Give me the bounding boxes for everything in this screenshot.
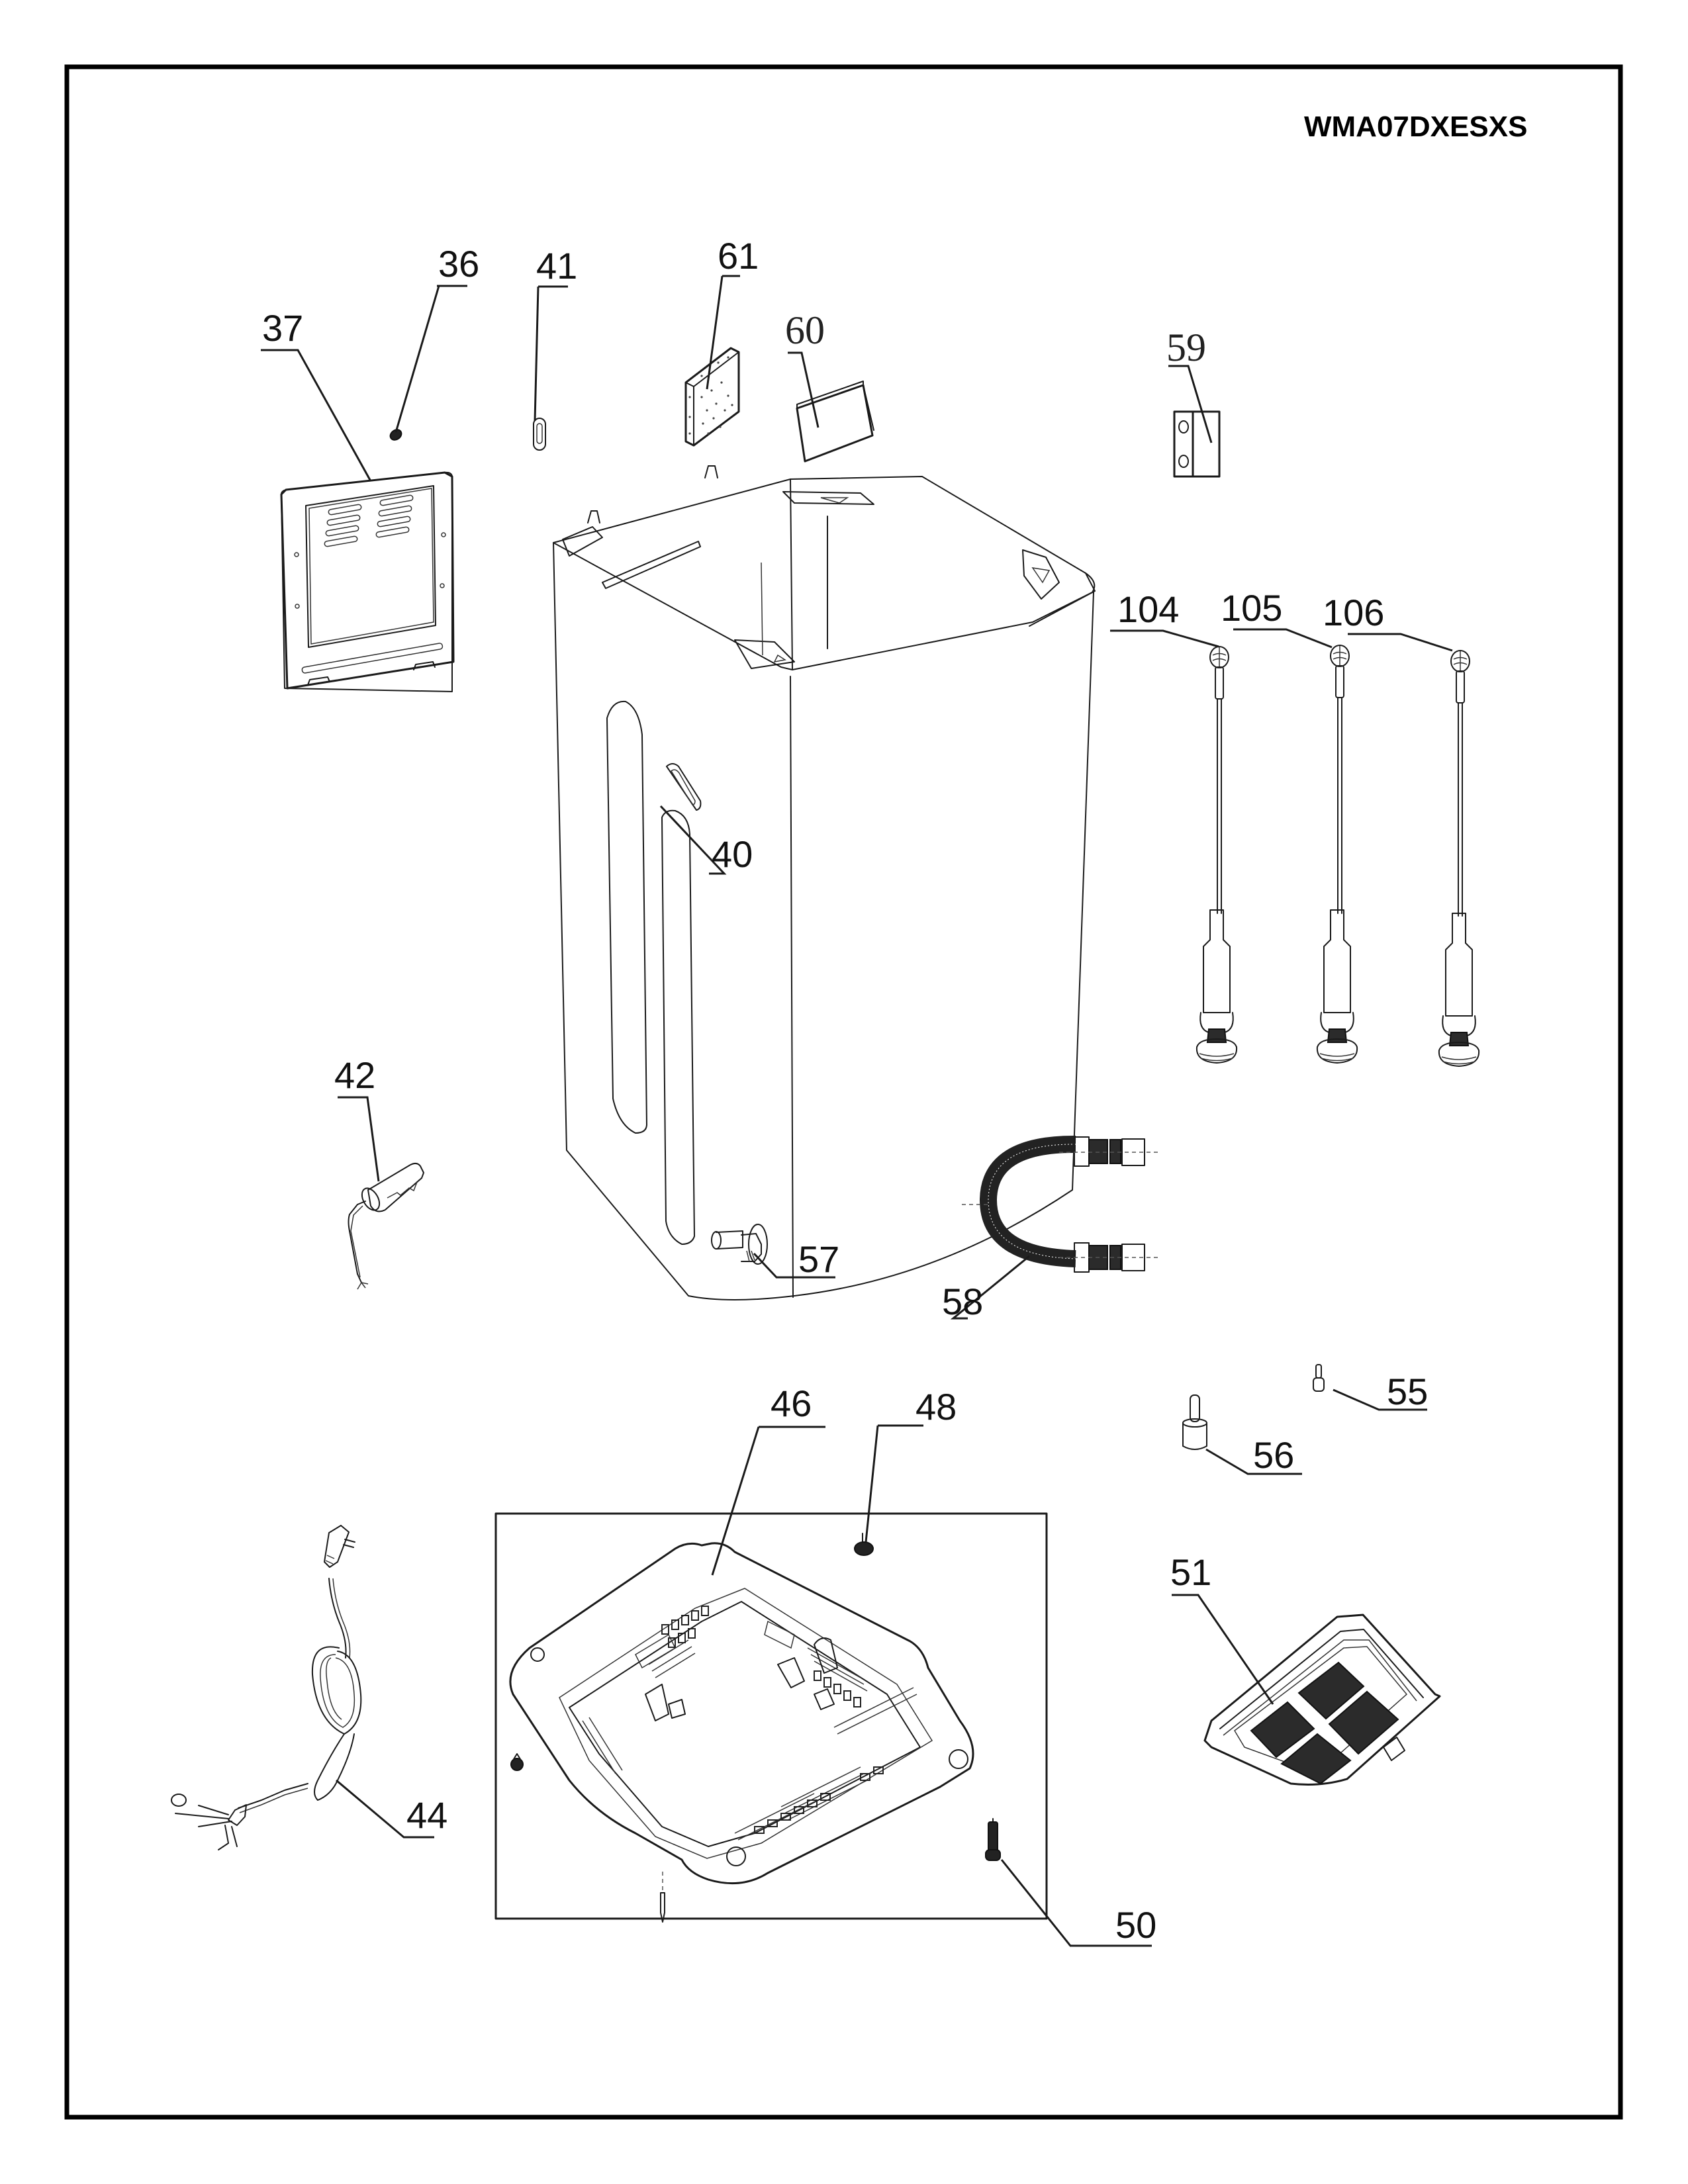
cabinet-body[interactable]	[553, 465, 1096, 1300]
callout-58[interactable]: 58	[942, 1281, 983, 1322]
part-37-rear-panel[interactable]	[280, 471, 455, 692]
part-58-drain-hose[interactable]	[962, 1135, 1158, 1273]
part-59-hinge-bracket[interactable]	[1173, 410, 1221, 478]
part-42-capacitor[interactable]	[348, 1162, 424, 1290]
callout-51[interactable]: 51	[1170, 1551, 1211, 1593]
part-41-clip[interactable]	[533, 418, 546, 451]
part-55-pin[interactable]	[1313, 1364, 1325, 1392]
callout-42[interactable]: 42	[334, 1054, 375, 1096]
page-border	[64, 64, 1623, 2120]
callout-56[interactable]: 56	[1253, 1434, 1294, 1476]
callout-41[interactable]: 41	[536, 245, 577, 287]
base-frame-group	[494, 1512, 1048, 1923]
callout-55[interactable]: 55	[1387, 1371, 1428, 1412]
callout-57[interactable]: 57	[798, 1238, 839, 1280]
part-104-suspension-rod[interactable]	[1196, 646, 1238, 1064]
callout-105[interactable]: 105	[1221, 587, 1282, 629]
part-44-power-cord[interactable]	[171, 1525, 362, 1850]
part-106-suspension-rod[interactable]	[1438, 650, 1480, 1067]
callout-104[interactable]: 104	[1117, 588, 1179, 630]
callout-labels: 36 37 41 61 60 59 104 105 106 40 42 57 5…	[262, 235, 1428, 1946]
part-61-foam-pad[interactable]	[684, 347, 740, 447]
callout-61[interactable]: 61	[718, 235, 759, 277]
callout-59[interactable]: 59	[1166, 326, 1206, 369]
part-46-base-frame[interactable]	[509, 1542, 974, 1885]
part-48-foot[interactable]	[854, 1533, 874, 1556]
part-51-lint-filter[interactable]	[1203, 1614, 1441, 1786]
callout-46[interactable]: 46	[771, 1383, 812, 1424]
callout-36[interactable]: 36	[438, 243, 479, 285]
part-56-pin[interactable]	[1182, 1394, 1207, 1450]
part-50-foot-screw[interactable]	[985, 1818, 1001, 1861]
leader-lines	[261, 275, 1453, 1947]
part-105-suspension-rod[interactable]	[1316, 645, 1358, 1064]
part-40-handle-insert[interactable]	[666, 763, 702, 811]
part-57-drain-connector[interactable]	[711, 1224, 768, 1265]
callout-60[interactable]: 60	[785, 308, 825, 352]
callout-44[interactable]: 44	[406, 1794, 447, 1836]
part-60-plate[interactable]	[796, 381, 874, 463]
part-36-screw[interactable]	[389, 428, 404, 442]
callout-106[interactable]: 106	[1323, 592, 1384, 633]
small-foot-left[interactable]	[510, 1753, 524, 1771]
callout-40[interactable]: 40	[712, 833, 753, 875]
callout-37[interactable]: 37	[262, 307, 303, 349]
screw-bottom[interactable]	[660, 1872, 665, 1923]
callout-48[interactable]: 48	[915, 1386, 957, 1428]
callout-50[interactable]: 50	[1115, 1904, 1156, 1946]
model-code: WMA07DXESXS	[1304, 111, 1527, 143]
base-frame-box	[494, 1512, 1048, 1920]
